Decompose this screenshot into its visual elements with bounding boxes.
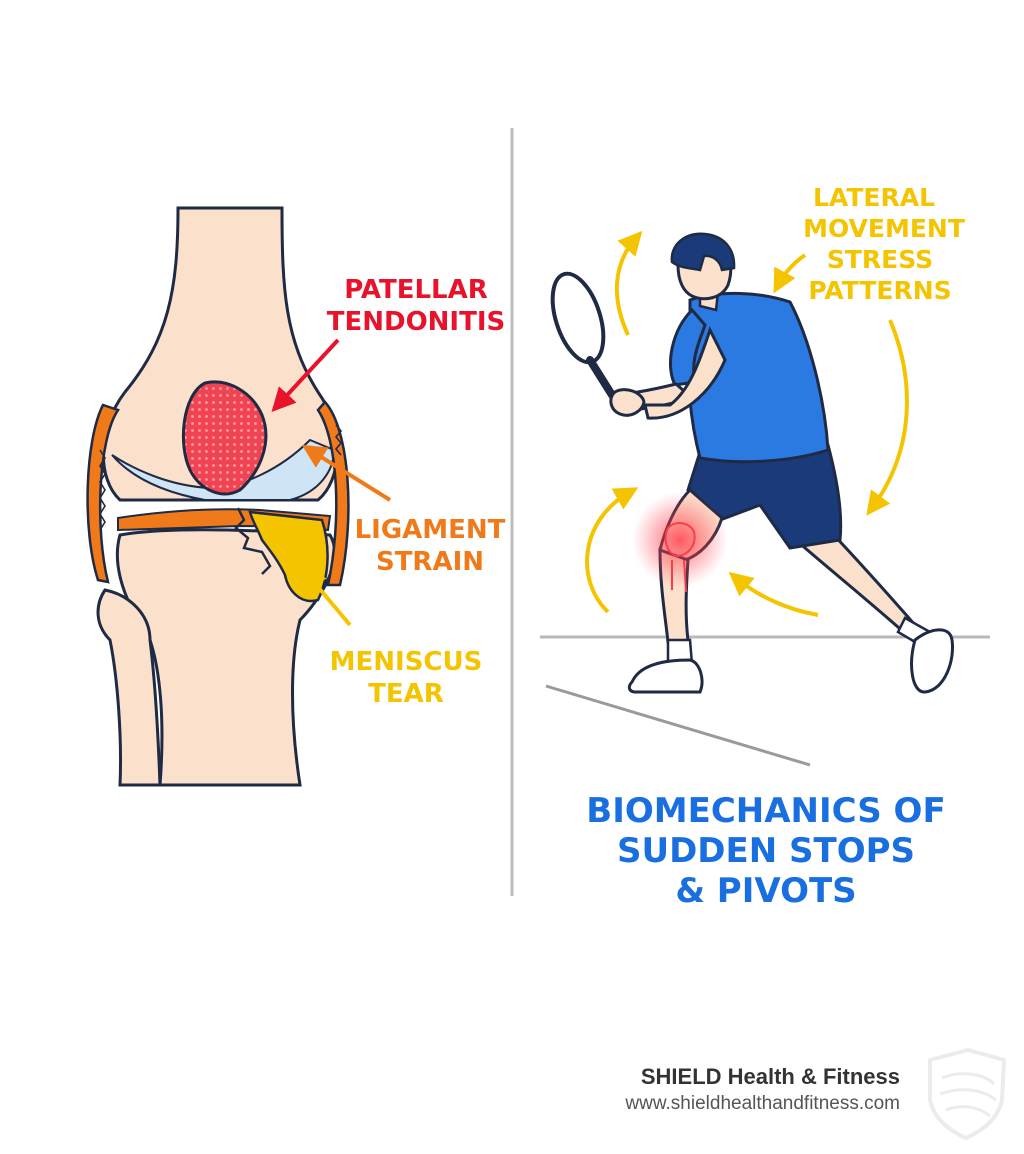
knee-joint-sketch (664, 522, 696, 593)
shield-icon (928, 1047, 1007, 1141)
label-meniscus-2: TEAR (368, 679, 444, 709)
tear-line (234, 507, 272, 575)
title-line-3: & PIVOTS (675, 871, 856, 911)
patella-inflamed (181, 380, 268, 496)
arrow-patellar (271, 338, 340, 413)
movement-arrow-1 (614, 230, 643, 336)
label-patellar-2: TENDONITIS (327, 307, 506, 337)
fibula-bone (96, 588, 162, 787)
title-line-2: SUDDEN STOPS (617, 831, 915, 871)
court-line-diagonal (545, 684, 811, 767)
label-ligament-2: STRAIN (376, 547, 484, 577)
stress-label-1: LATERAL (813, 183, 935, 212)
right-ligament (316, 400, 350, 587)
cartilage (111, 438, 336, 501)
arm-back (643, 326, 727, 420)
arrow-ligament (301, 444, 392, 502)
movement-arrow-4 (585, 487, 639, 614)
movement-arrow-2 (773, 253, 807, 294)
title-line-1: BIOMECHANICS OF (586, 791, 945, 831)
footer-brand: SHIELD Health & Fitness www.shieldhealth… (625, 1062, 900, 1116)
stress-label-4: PATTERNS (808, 276, 951, 305)
hands (609, 388, 646, 417)
hair (670, 232, 736, 272)
shirt (686, 291, 830, 464)
brand-name: SHIELD Health & Fitness (640, 1064, 900, 1089)
movement-arrow-5 (728, 571, 819, 617)
left-ligament (86, 403, 120, 584)
front-shoe (627, 658, 704, 694)
movement-arrow-3 (866, 319, 909, 516)
brand-url[interactable]: www.shieldhealthandfitness.com (625, 1093, 900, 1114)
knee-glow (632, 492, 728, 588)
label-patellar-1: PATELLAR (344, 275, 488, 305)
arrow-meniscus (301, 567, 352, 627)
tennis-racket-icon (550, 271, 616, 399)
knee-anatomy-illustration: PATELLAR TENDONITIS LIGAMENT STRAIN MENI… (86, 206, 506, 787)
stress-label-2: MOVEMENT (803, 214, 965, 243)
label-meniscus-1: MENISCUS (330, 647, 483, 677)
back-shoe (910, 628, 955, 694)
tennis-player-illustration: LATERAL MOVEMENT STRESS PATTERNS BIOMECH… (540, 183, 990, 911)
stress-label-3: STRESS (827, 245, 933, 274)
label-ligament-1: LIGAMENT (355, 515, 506, 545)
